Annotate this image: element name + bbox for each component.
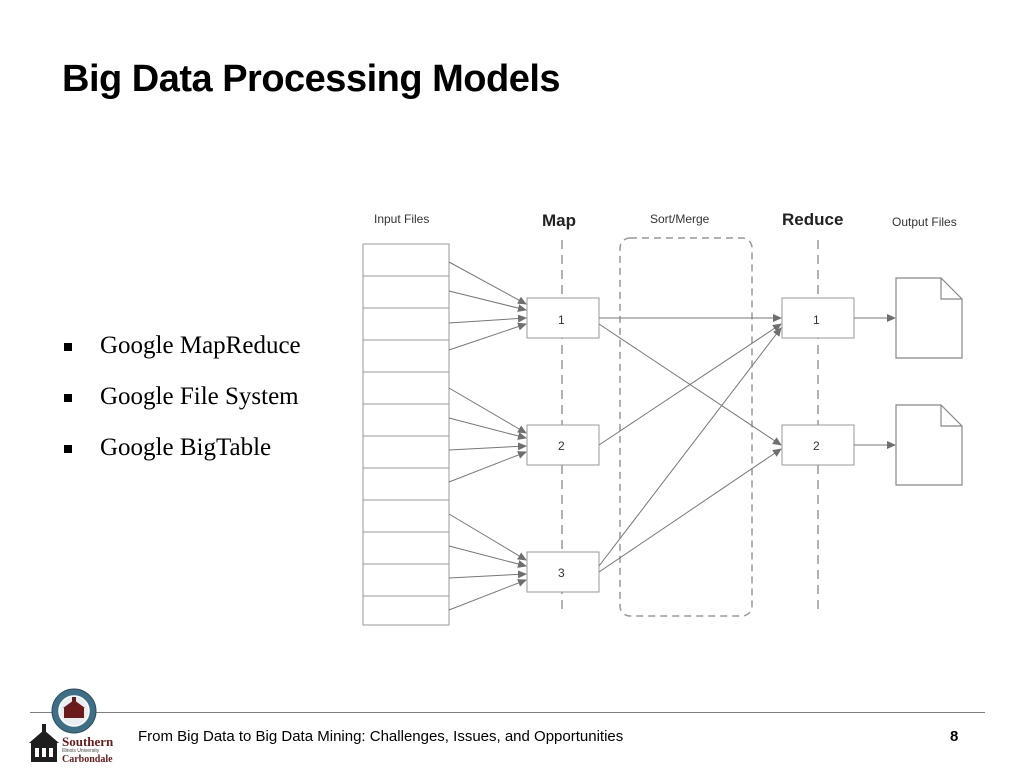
- reduce-header: Reduce: [782, 210, 843, 229]
- reduce-node-label: 2: [813, 439, 820, 453]
- page-number: 8: [950, 728, 959, 745]
- reduce-to-output-arrows: [854, 314, 896, 449]
- sort-merge-region: [619, 237, 753, 617]
- output-file-icon: [895, 277, 963, 359]
- square-bullet-icon: [64, 445, 72, 453]
- output-file-icon: [895, 404, 963, 486]
- bullet-text: Google MapReduce: [100, 332, 301, 359]
- bullet-list: Google MapReduce Google File System Goog…: [64, 332, 301, 485]
- input-to-map-arrows: [448, 261, 527, 611]
- reduce-node-1: [781, 297, 855, 339]
- bullet-text: Google File System: [100, 383, 299, 410]
- map-node-label: 2: [558, 439, 565, 453]
- map-node-1: [526, 297, 600, 339]
- university-seal-icon: [51, 688, 97, 734]
- bullet-text: Google BigTable: [100, 434, 272, 461]
- slide-title: Big Data Processing Models: [62, 58, 561, 100]
- footer-divider: [30, 712, 985, 713]
- map-node-label: 3: [558, 566, 565, 580]
- bullet-item: Google MapReduce: [64, 332, 301, 383]
- university-logo: Southern Illinois University Carbondale: [22, 686, 132, 768]
- sort-merge-header: Sort/Merge: [650, 212, 710, 226]
- bullet-item: Google BigTable: [64, 434, 301, 485]
- input-files-stack: [362, 243, 450, 626]
- building-icon: [29, 724, 59, 762]
- logo-city: Carbondale: [62, 754, 113, 765]
- logo-name: Southern: [62, 734, 114, 749]
- output-files-header: Output Files: [892, 215, 957, 229]
- logo-subname: Illinois University: [62, 748, 100, 754]
- bullet-item: Google File System: [64, 383, 301, 434]
- mapreduce-diagram: Input Files Map Sort/Merge Reduce Output…: [362, 210, 963, 626]
- reduce-node-2: [781, 424, 855, 466]
- reduce-node-label: 1: [813, 313, 820, 327]
- map-node-label: 1: [558, 313, 565, 327]
- map-to-reduce-arrows: [598, 314, 782, 573]
- footer-text: From Big Data to Big Data Mining: Challe…: [138, 728, 624, 745]
- map-header: Map: [542, 211, 576, 230]
- input-files-header: Input Files: [374, 212, 429, 226]
- square-bullet-icon: [64, 343, 72, 351]
- square-bullet-icon: [64, 394, 72, 402]
- map-node-2: [526, 424, 600, 466]
